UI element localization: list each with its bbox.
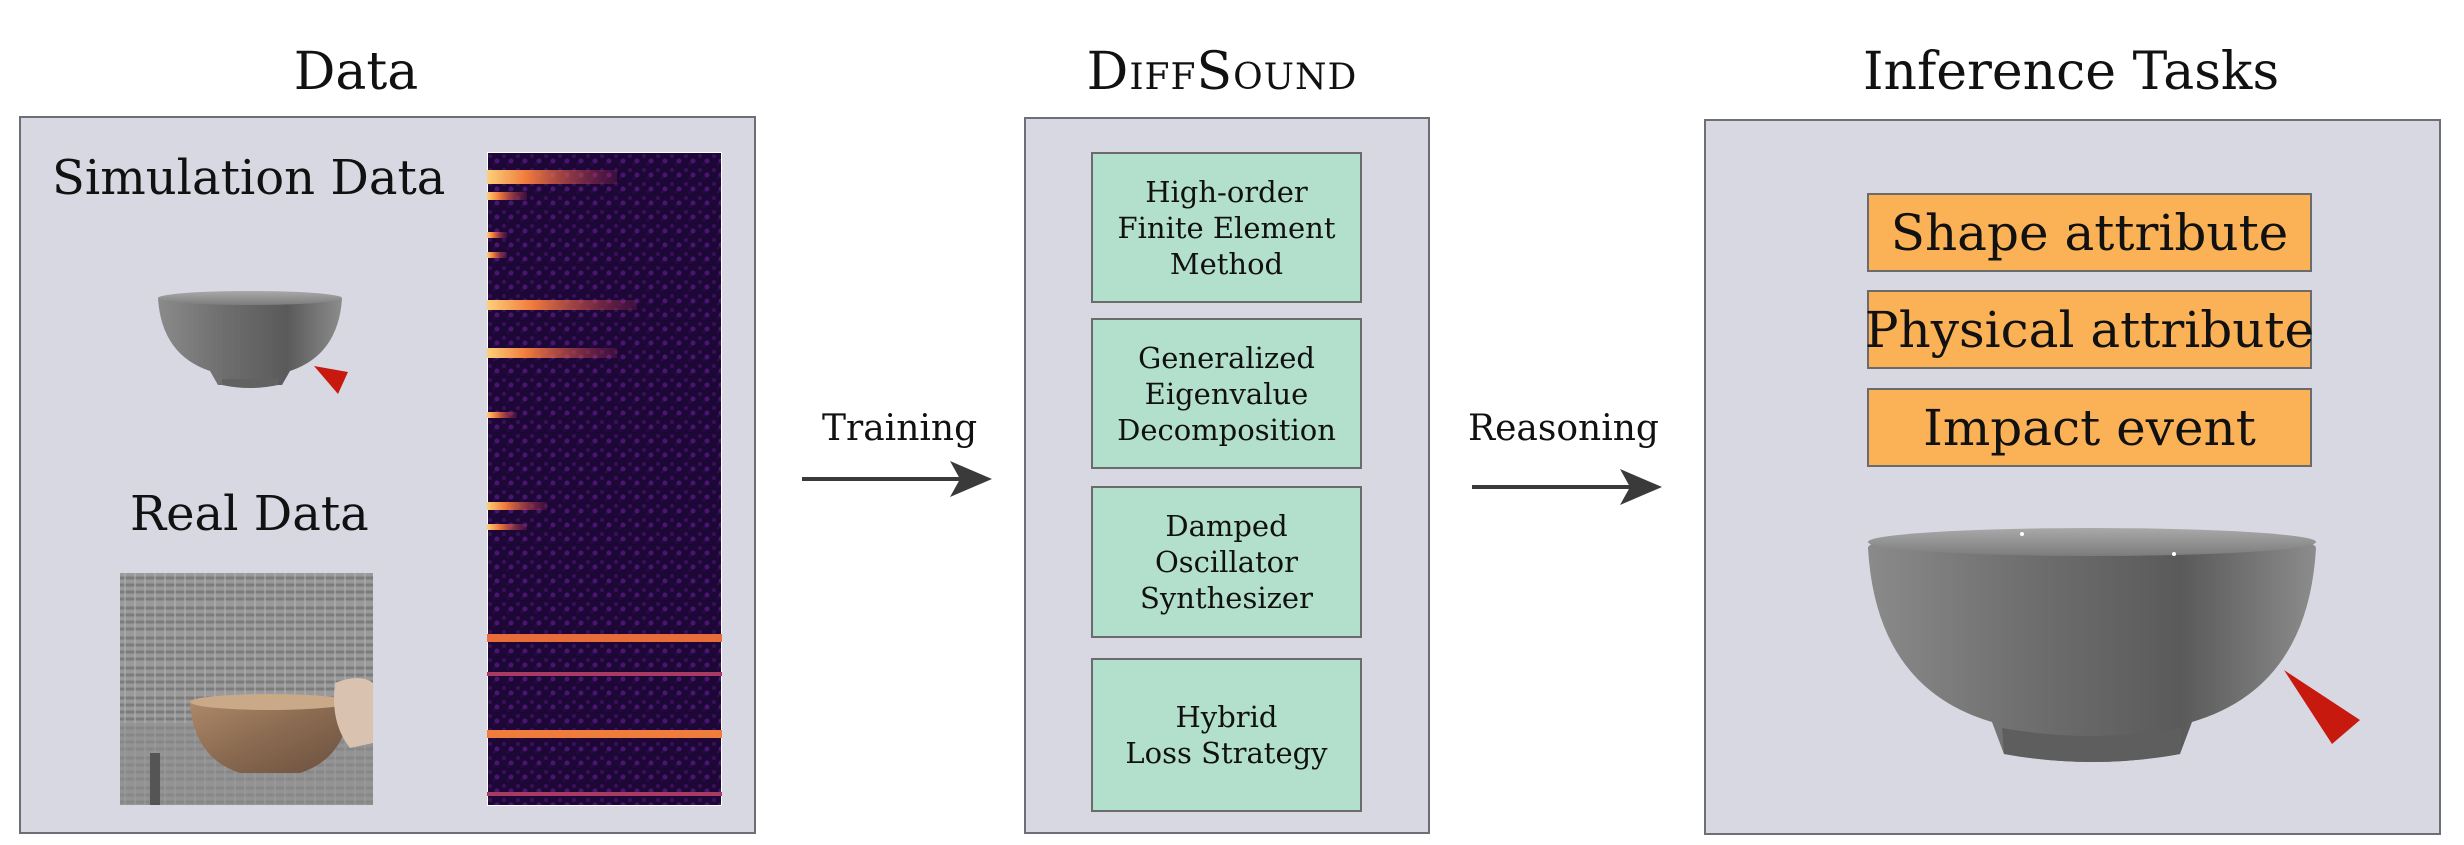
bowl-icon	[158, 291, 342, 388]
module-oscillator: Damped Oscillator Synthesizer	[1091, 486, 1362, 638]
real-bowl-photo	[120, 573, 373, 805]
impact-marker-icon	[314, 366, 348, 394]
training-arrow	[802, 461, 992, 497]
data-heading: Data	[293, 42, 419, 102]
impact-marker-icon	[2284, 670, 2360, 744]
method-heading: DiffSound	[1086, 42, 1358, 102]
task-shape-attribute: Shape attribute	[1867, 193, 2312, 272]
tasks-heading: Inference Tasks	[1863, 42, 2280, 102]
module-eigen: Generalized Eigenvalue Decomposition	[1091, 318, 1362, 469]
module-loss: Hybrid Loss Strategy	[1091, 658, 1362, 812]
bowl-icon	[1868, 528, 2316, 762]
module-fem: High-order Finite Element Method	[1091, 152, 1362, 303]
task-impact-event: Impact event	[1867, 388, 2312, 467]
reasoning-label: Reasoning	[1468, 408, 1659, 449]
task-physical-attribute: Physical attribute	[1865, 290, 2314, 369]
spectrogram-image	[487, 152, 722, 806]
training-label: Training	[822, 408, 978, 449]
simulation-data-label: Simulation Data	[52, 150, 446, 206]
real-data-label: Real Data	[130, 486, 369, 542]
reasoning-arrow	[1472, 469, 1662, 505]
